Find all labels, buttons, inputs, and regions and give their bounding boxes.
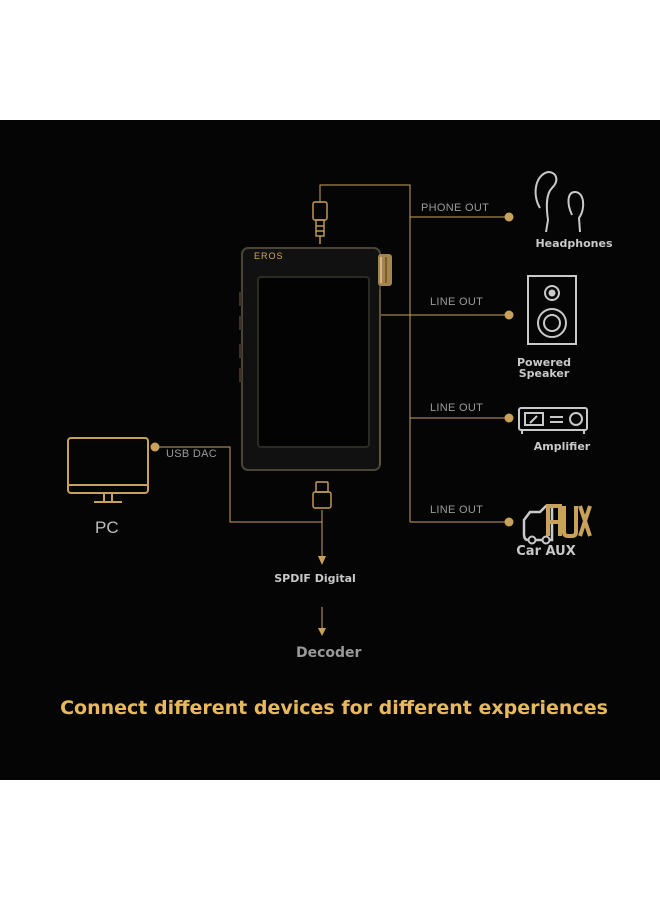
usb-dac-line: [155, 446, 322, 523]
trunk-line: [319, 184, 411, 522]
usb-plug-icon: [312, 481, 332, 509]
endpoint-dots: [150, 212, 514, 527]
tagline: Connect different devices for different …: [60, 697, 608, 719]
arrow-down-icon: [318, 556, 326, 565]
player-device: [239, 247, 392, 471]
diagram-graphics: [67, 170, 592, 636]
line-out-3-label: LINE OUT: [430, 504, 484, 516]
headphones-label: Headphones: [535, 237, 613, 250]
powered-speaker-line-1: Powered: [516, 356, 571, 369]
car-aux-icon: [522, 504, 592, 545]
connection-lines: [155, 184, 508, 630]
jack-connector-icon: [312, 201, 328, 244]
connection-diagram: EROS PHONE OUT LINE OUT LINE OUT LINE OU…: [0, 120, 660, 780]
amplifier-icon: [518, 407, 588, 434]
speaker-icon: [527, 275, 577, 345]
headphones-icon: [534, 170, 585, 233]
decoder-label: Decoder: [296, 645, 362, 661]
line-out-2-label: LINE OUT: [430, 402, 484, 414]
spdif-label: SPDIF Digital: [274, 572, 356, 585]
pc-label: PC: [95, 518, 119, 537]
powered-speaker-label: Powered Speaker: [502, 357, 586, 379]
line-out-1-label: LINE OUT: [430, 296, 484, 308]
monitor-icon: [67, 437, 149, 503]
usb-dac-label: USB DAC: [166, 448, 217, 460]
amplifier-label: Amplifier: [533, 440, 591, 453]
phone-out-label: PHONE OUT: [421, 202, 490, 214]
device-brand-logo: EROS: [254, 251, 284, 261]
car-aux-label: Car AUX: [516, 544, 576, 559]
arrowheads: [318, 556, 326, 636]
arrow-down-icon: [318, 628, 326, 636]
powered-speaker-line-2: Speaker: [518, 367, 570, 380]
